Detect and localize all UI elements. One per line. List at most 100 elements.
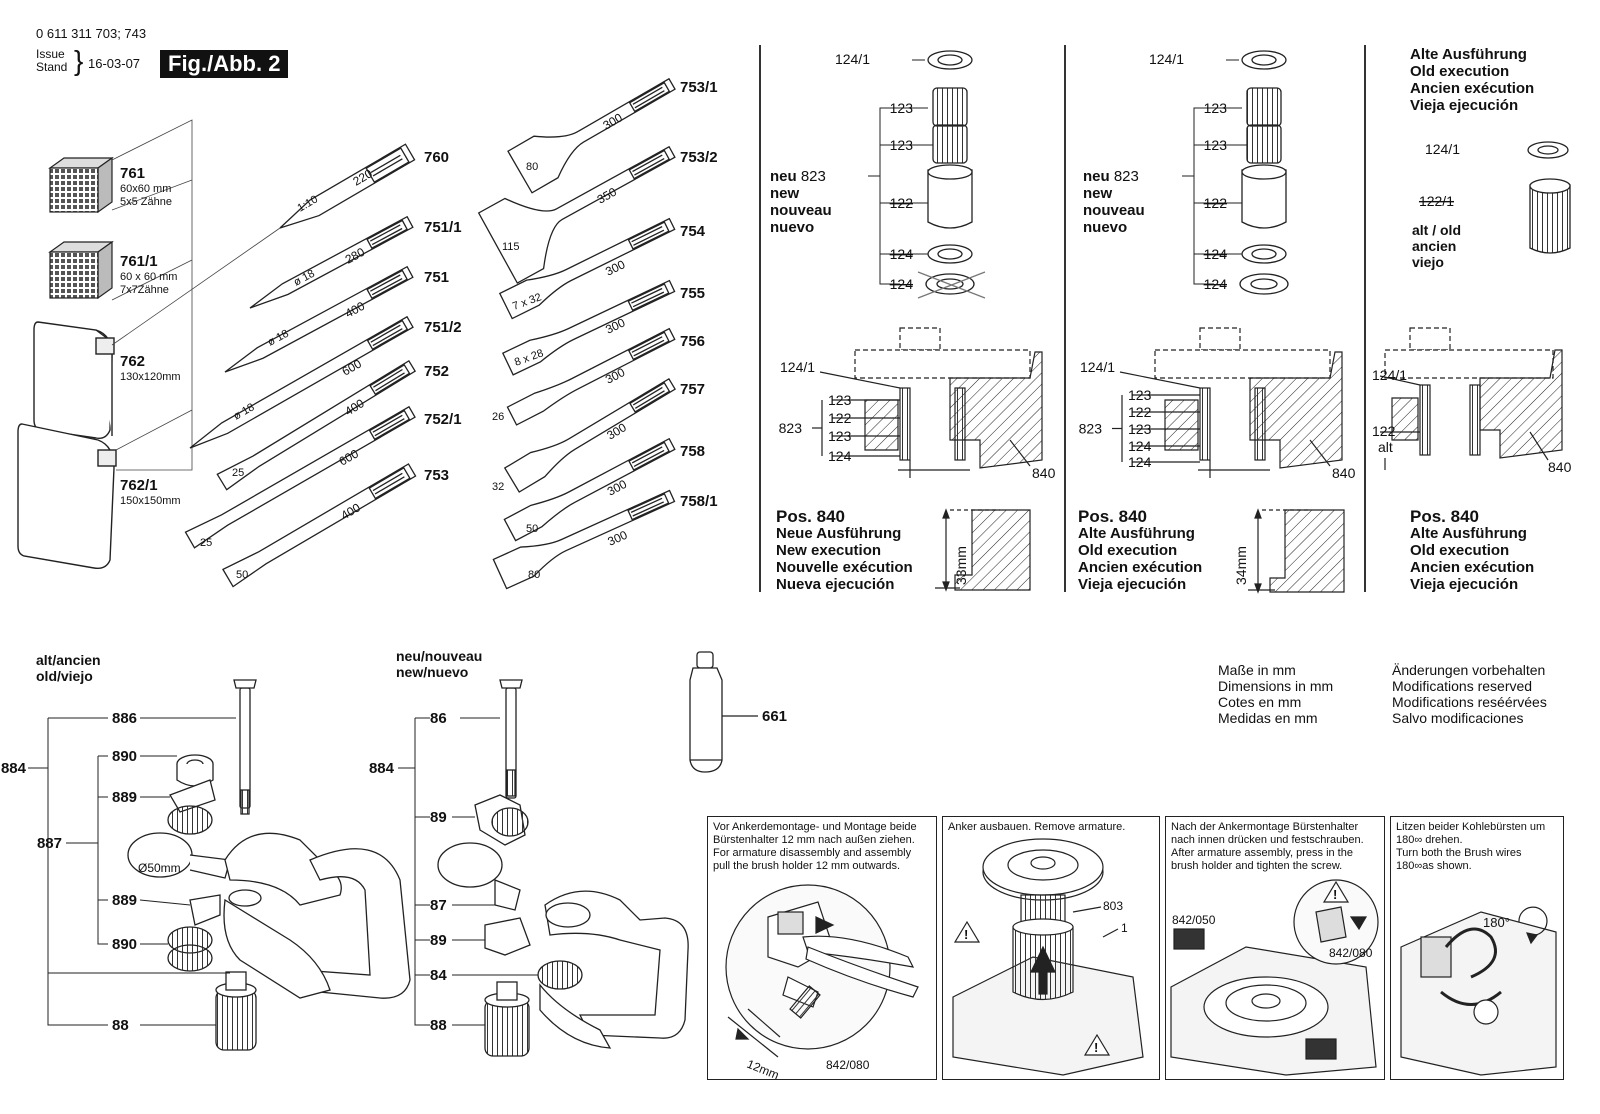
- instruction-1-part: 842/080: [826, 1058, 870, 1072]
- part-number-p753: 753: [424, 467, 449, 484]
- part-87: 87: [430, 897, 447, 914]
- part-889: 889: [112, 789, 137, 806]
- section-part-124-1: 124/1: [1372, 367, 1407, 383]
- old-handle-assembly: [127, 679, 411, 1051]
- panel3-alt-old: alt / old: [1412, 222, 1461, 238]
- new-handle-assembly: [437, 679, 689, 1057]
- old-handle-title-2: old/viejo: [36, 668, 93, 684]
- section-part-2: 123: [1128, 421, 1152, 437]
- panel3-pos-title: Pos. 840: [1410, 507, 1479, 526]
- old-handle-title-1: alt/ancien: [36, 652, 101, 668]
- instruction-3-illustration: ! 842/050 842/080: [1170, 879, 1379, 1076]
- part-89: 89: [430, 809, 447, 826]
- part-661: 661: [762, 708, 787, 725]
- section-part-823: 823: [1079, 421, 1103, 437]
- panel1-neu: neu: [770, 168, 797, 185]
- instruction-3-part-842-080: 842/080: [1329, 946, 1373, 960]
- instruction-box-1: Vor Ankerdemontage- und Montage beide Bü…: [707, 816, 937, 1080]
- panel1-nuevo: nuevo: [770, 219, 815, 236]
- part-122: 122: [1204, 195, 1228, 211]
- part-number-761: 761: [120, 165, 145, 182]
- teeth-761: 5x5 Zähne: [120, 196, 172, 208]
- part-122: 122: [890, 195, 914, 211]
- step-840-detail-2: [1248, 508, 1345, 594]
- part-124-1: 124/1: [1425, 141, 1460, 157]
- size-761-1: 60 x 60 mm: [120, 271, 177, 283]
- modification-note-es: Salvo modificaciones: [1392, 710, 1524, 726]
- chisel-754: [498, 217, 676, 320]
- part-number-p760: 760: [424, 149, 449, 166]
- warning-icon: !: [964, 927, 968, 942]
- section-part-1: 122: [828, 410, 852, 426]
- panel1-execution-fr: Nouvelle exécution: [776, 559, 913, 576]
- instruction-2-text: Anker ausbauen. Remove armature.: [948, 821, 1126, 833]
- chisel-756: [506, 327, 676, 426]
- chisel-751: [224, 265, 414, 373]
- panel1-new-label: neu 823 new nouveau nuevo: [770, 168, 832, 236]
- panel-separators: [759, 45, 1366, 592]
- instruction-2-illustration: ! ! 803 1: [952, 838, 1144, 1076]
- panel2-pos-title: Pos. 840: [1078, 507, 1147, 526]
- panel2-stack-leaders: [1182, 59, 1247, 285]
- part-number: 0 611 311 703; 743: [36, 26, 147, 41]
- issue-label-de: Stand: [36, 60, 68, 74]
- panel3-execution-de: Alte Ausführung: [1410, 525, 1527, 542]
- new-handle-title-2: new/nuevo: [396, 664, 469, 680]
- width-p756: 26: [492, 411, 504, 423]
- part-number-p757: 757: [680, 381, 705, 398]
- figure-label: Fig./Abb. 2: [160, 50, 289, 78]
- part-number-p758: 758: [680, 443, 705, 460]
- dimension-note-fr: Cotes en mm: [1218, 694, 1302, 710]
- section-part-840: 840: [1548, 459, 1572, 475]
- section-part-840: 840: [1332, 465, 1356, 481]
- instruction-2-part-803: 803: [1103, 899, 1123, 913]
- panel3-parts: [1527, 141, 1571, 254]
- section-part-823: 823: [779, 420, 803, 436]
- part-122-1: 122/1: [1419, 193, 1454, 209]
- chisel-753: [222, 463, 417, 588]
- part-number-p756: 756: [680, 333, 705, 350]
- panel2-nuevo: nuevo: [1083, 219, 1128, 236]
- grease-tube-661: [689, 651, 758, 773]
- instruction-4-angle: 180°: [1483, 915, 1510, 930]
- part-884: 884: [1, 760, 27, 777]
- step-840-detail-1: [935, 508, 1031, 592]
- panel3-section: [1379, 327, 1563, 470]
- chisel-751-2: [189, 315, 414, 449]
- panel2-execution-de: Alte Ausführung: [1078, 525, 1195, 542]
- panel1-stack-leaders: [868, 59, 933, 285]
- panel1-nouveau: nouveau: [770, 202, 832, 219]
- width-p753_1: 80: [526, 161, 538, 173]
- dimension-note-de: Maße in mm: [1218, 662, 1296, 678]
- issue-label-en: Issue: [36, 47, 65, 61]
- chisel-760: [279, 143, 416, 229]
- part-number-761-1: 761/1: [120, 253, 158, 270]
- panel3-execution-es: Vieja ejecución: [1410, 576, 1519, 593]
- part-124: 124: [890, 276, 914, 292]
- dimension-note-es: Medidas en mm: [1218, 710, 1318, 726]
- panel1-execution-es: Nueva ejecución: [776, 576, 895, 593]
- part-number-p751_1: 751/1: [424, 219, 462, 236]
- part-889: 889: [112, 892, 137, 909]
- modification-note-de: Änderungen vorbehalten: [1392, 662, 1546, 678]
- new-handle-title-1: neu/nouveau: [396, 648, 483, 664]
- issue-label: Issue Stand: [36, 48, 67, 74]
- section-part-124-1: 124/1: [780, 359, 815, 375]
- instruction-box-3: Nach der Ankermontage Bürstenhalter nach…: [1165, 816, 1385, 1080]
- width-p752: 25: [232, 467, 244, 479]
- part-124: 124: [890, 246, 914, 262]
- chisel-758-1: [492, 489, 676, 590]
- part-number-p754: 754: [680, 223, 706, 240]
- section-part-0: 123: [1128, 387, 1152, 403]
- section-part-2: 123: [828, 428, 852, 444]
- section-part-4: 124: [1128, 454, 1152, 470]
- part-number-p752: 752: [424, 363, 449, 380]
- panel2-execution-fr: Ancien exécution: [1078, 559, 1203, 576]
- section-part-3: 124: [1128, 438, 1152, 454]
- chisel-757: [503, 377, 676, 493]
- section-part-122: 122: [1372, 423, 1396, 439]
- panel1-stack: [917, 50, 986, 299]
- warning-icon: !: [1333, 887, 1337, 902]
- instruction-2-part-1: 1: [1121, 921, 1128, 935]
